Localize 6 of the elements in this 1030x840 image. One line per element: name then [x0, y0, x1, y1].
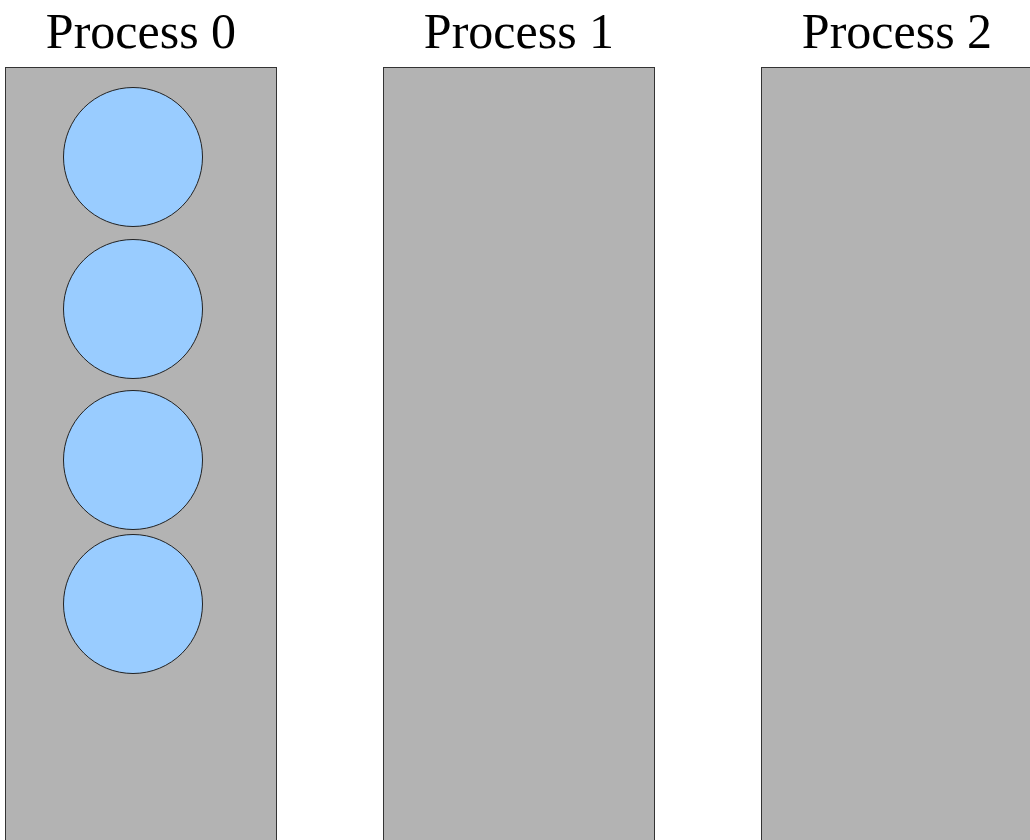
- column-heading: Process 0: [44, 2, 238, 61]
- process-column: [383, 67, 655, 840]
- column-heading: Process 1: [422, 2, 616, 61]
- process-column: [5, 67, 277, 840]
- column-heading: Process 2: [800, 2, 994, 61]
- process-column: [761, 67, 1030, 840]
